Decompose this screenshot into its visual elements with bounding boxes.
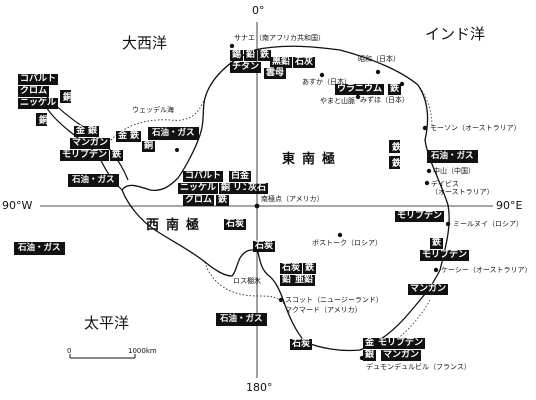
station-asuka: あすか（日本）	[302, 78, 351, 86]
station-dot-south-pole	[254, 203, 260, 209]
resource-gold-west: 金	[74, 126, 88, 137]
region-east-antarctica: 東南極	[282, 152, 343, 167]
station-dot-zhongshan	[426, 168, 432, 174]
scale-distance: 1000km	[128, 347, 157, 355]
ocean-indian: インド洋	[425, 25, 486, 43]
station-casey: ケーシー（オーストラリア）	[441, 266, 532, 274]
station-davis: デイビス （オーストラリア）	[431, 180, 494, 197]
degree-0: 0°	[252, 4, 265, 17]
resource-uranium: ウラニウム	[335, 84, 385, 95]
resource-molybdenum-west: モリブデン	[60, 150, 110, 161]
station-dot-casey	[433, 267, 439, 273]
resource-iron-east3: 鉄	[430, 238, 444, 249]
resource-chrome-west: クロム	[18, 86, 50, 97]
resource-iron-east2: 鉄	[389, 156, 400, 169]
resource-mica: 雲母	[264, 68, 287, 79]
resource-nickel-central: ニッケル	[178, 183, 219, 194]
station-mirny: ミールヌイ（ロシア）	[453, 220, 523, 228]
degree-90e: 90°E	[496, 199, 523, 212]
oil-gas-weddell: 石油・ガス	[148, 127, 199, 140]
station-dot-vostok	[337, 232, 343, 238]
resource-lead: 鉛	[244, 50, 258, 61]
resource-copper-west3: 銅	[142, 141, 156, 152]
station-dot-mawson	[422, 125, 428, 131]
resource-copper-central: 銅	[219, 183, 233, 194]
station-sanae: サナエ（南アフリカ共和国）	[234, 34, 325, 42]
resource-limestone: 石灰	[293, 57, 316, 68]
resource-coal-ross1: 石炭	[253, 241, 276, 252]
station-dot-davis	[424, 180, 430, 186]
resource-iron-west2: 鉄	[128, 131, 142, 142]
degree-180: 180°	[246, 381, 273, 394]
station-vostok: ボストーク（ロシア）	[312, 239, 382, 247]
resource-iron-sanae: 鉄	[258, 50, 272, 61]
resource-molybdenum-south: モリブデン	[376, 338, 426, 349]
resource-phosphorus: リン	[231, 183, 254, 194]
station-dumont: デュモンデュルビル（フランス）	[366, 363, 471, 371]
station-dot-mizuho	[355, 94, 361, 100]
weddell-ice-shelf	[99, 97, 206, 159]
resource-iron-central: 鉄	[216, 195, 230, 206]
resource-molybdenum-east2: モリブデン	[420, 250, 470, 261]
resource-lead-ross: 鉛	[280, 275, 294, 286]
scale-zero: 0	[67, 347, 72, 355]
region-west-antarctica: 西南極	[146, 218, 207, 233]
station-dot-west	[175, 148, 179, 152]
resource-tin: 錫	[230, 50, 244, 61]
station-dot-asuka	[319, 72, 325, 78]
resource-coal-ross2: 石炭	[280, 263, 303, 274]
resource-silver-west: 銀	[86, 126, 100, 137]
resource-molybdenum-east: モリブデン	[395, 211, 445, 222]
station-scott: スコット（ニュージーランド）	[285, 296, 383, 304]
resource-chrome-central: クロム	[183, 195, 215, 206]
resource-copper-west2: 銅	[36, 113, 47, 126]
station-dot-showa	[375, 69, 381, 75]
ocean-atlantic: 大西洋	[122, 34, 168, 52]
oil-gas-west1: 石油・ガス	[68, 174, 119, 187]
resource-copper-west: 銅	[60, 90, 71, 103]
resource-titanium: チタン	[230, 62, 262, 73]
resource-coal-west: 石炭	[224, 219, 247, 230]
antarctica-coastline	[121, 45, 450, 352]
station-dot-mirny	[445, 221, 451, 227]
label-ross-ice-shelf: ロス棚氷	[233, 277, 261, 285]
resource-iron-showa: 鉄	[388, 84, 402, 95]
ocean-pacific: 太平洋	[84, 314, 130, 332]
station-yamato: やまと山脈	[320, 97, 355, 105]
oil-gas-ross: 石油・ガス	[216, 313, 267, 326]
resource-limestone-central: 灰石	[246, 183, 269, 194]
oil-gas-east: 石油・ガス	[427, 150, 478, 163]
scale-bar	[69, 354, 136, 359]
resource-zinc-ross: 亜鉛	[293, 275, 316, 286]
oil-gas-west2: 石油・ガス	[14, 242, 65, 255]
resource-manganese-west: マンガン	[70, 138, 111, 149]
resource-gold-west2: 金	[116, 131, 130, 142]
resource-cobalt-west: コバルト	[18, 74, 59, 85]
station-dot-scott	[278, 297, 284, 303]
resource-gold-south: 金	[363, 338, 377, 349]
station-south-pole: 南極点（アメリカ）	[261, 195, 324, 203]
resource-manganese-east: マンガン	[408, 284, 449, 295]
resource-iron-east1: 鉄	[389, 140, 400, 153]
resource-silver-south: 銀	[363, 350, 377, 361]
resource-nickel-west: ニッケル	[18, 98, 59, 109]
resource-manganese-south: マンガン	[381, 350, 422, 361]
station-mawson: モーソン（オーストラリア）	[430, 124, 521, 132]
station-showa: 昭和（日本）	[358, 55, 400, 63]
label-weddell-sea: ウェッデル海	[132, 106, 174, 114]
resource-graphite: 黒鉛	[270, 57, 293, 68]
resource-cobalt-central: コバルト	[183, 171, 224, 182]
resource-iron-west: 鉄	[110, 150, 124, 161]
station-dot-sanae	[229, 43, 235, 49]
resource-coal-ross3: 石炭	[290, 339, 313, 350]
resource-iron-ross: 鉄	[303, 263, 317, 274]
degree-90w: 90°W	[2, 199, 33, 212]
station-mizuho: みずほ（日本）	[360, 96, 409, 104]
resource-platinum: 白金	[229, 171, 252, 182]
station-dots	[175, 43, 451, 361]
station-mcmurdo: マクマード（アメリカ）	[285, 306, 362, 314]
station-zhongshan: 中山（中国）	[433, 167, 475, 175]
